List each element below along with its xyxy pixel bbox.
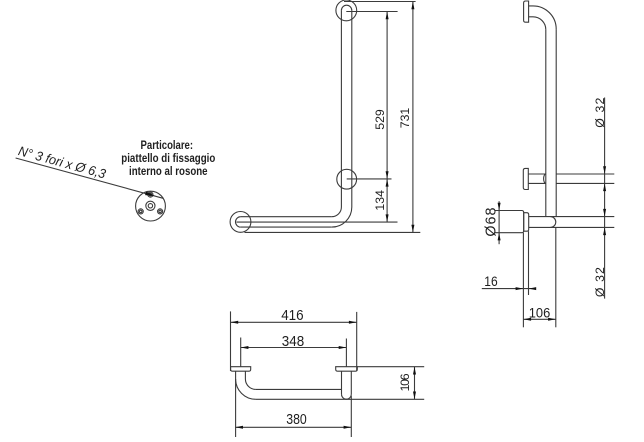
svg-text:134: 134	[373, 190, 387, 211]
svg-text:16: 16	[484, 273, 498, 289]
svg-text:348: 348	[282, 334, 304, 350]
svg-text:Ø 32: Ø 32	[593, 98, 607, 128]
svg-text:416: 416	[281, 308, 303, 324]
svg-text:Ø68: Ø68	[483, 208, 499, 237]
svg-text:interno al rosone: interno al rosone	[129, 165, 208, 178]
svg-text:380: 380	[286, 412, 307, 428]
svg-text:piattello di fissaggio: piattello di fissaggio	[121, 152, 215, 165]
svg-text:106: 106	[398, 373, 412, 391]
svg-text:Particolare:: Particolare:	[141, 139, 194, 152]
svg-text:Ø 32: Ø 32	[593, 267, 607, 297]
svg-text:731: 731	[398, 108, 412, 129]
svg-text:529: 529	[373, 109, 387, 130]
svg-text:106: 106	[529, 304, 551, 320]
